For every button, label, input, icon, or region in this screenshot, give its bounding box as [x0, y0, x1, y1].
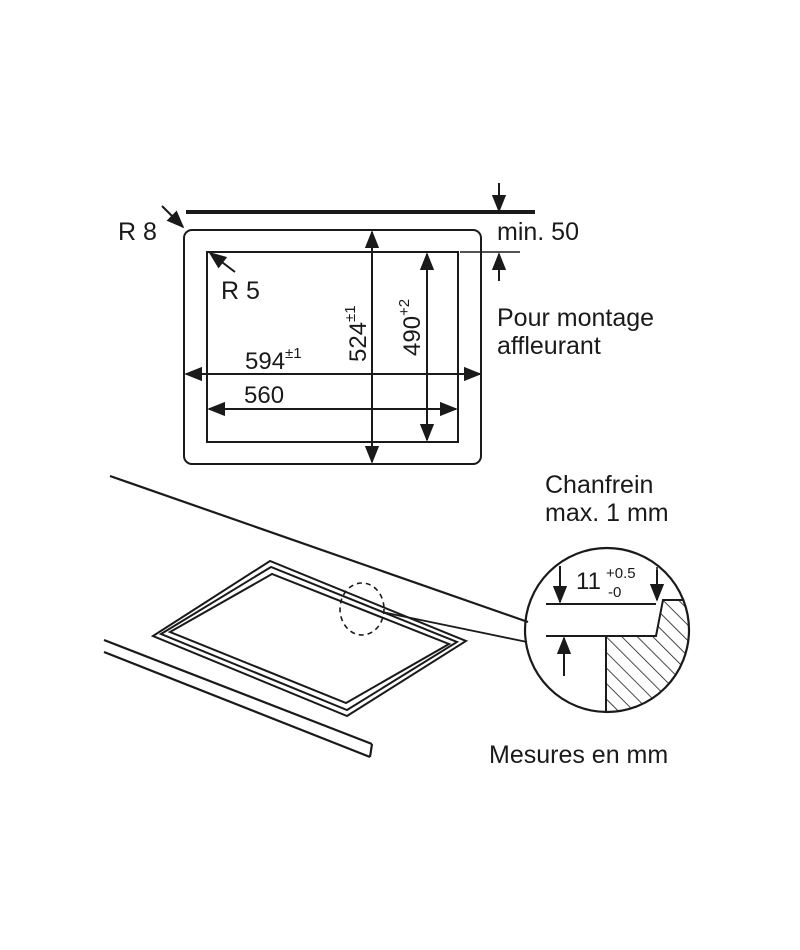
mounting-note-line-1: Pour montage	[497, 304, 654, 332]
detail-marker-circle	[339, 582, 385, 636]
top-view: R 8 R 5 594±1 560 524±1 490+2 min. 50 Po…	[118, 183, 661, 465]
chamfer-note-line-1: Chanfrein	[545, 471, 653, 499]
perspective-view	[103, 474, 529, 759]
detail-depth-value: 11	[576, 568, 601, 595]
inner-radius-pointer	[208, 251, 236, 273]
chamfer-note-line-2: max. 1 mm	[545, 499, 669, 527]
hob-outer-rim	[150, 559, 469, 718]
depth-inner-tolerance: +2	[396, 299, 413, 316]
hob-middle-rim	[158, 565, 460, 712]
detail-depth-tol-plus: +0.5	[606, 565, 636, 582]
detail-depth-tol-minus: -0	[608, 584, 621, 601]
detail-circle	[523, 546, 691, 714]
worktop-back-edge	[109, 474, 529, 624]
detail-view: Chanfrein max. 1 mm 11 +0.5 -0	[523, 471, 691, 714]
outer-cutout	[183, 229, 482, 465]
depth-outer-value: 524	[345, 322, 372, 362]
mounting-note: Pour montage affleurant	[497, 304, 661, 360]
depth-inner-value: 490	[399, 316, 426, 356]
depth-outer-tolerance: ±1	[342, 305, 359, 322]
depth-outer-label: 524±1	[342, 305, 372, 362]
worktop-section-hatch	[605, 599, 689, 712]
mounting-note-line-2: affleurant	[497, 332, 601, 360]
width-outer-label: 594±1	[245, 345, 302, 375]
detail-leader-line	[381, 611, 528, 643]
worktop-front-edge-bottom	[103, 650, 371, 759]
worktop-front-corner	[368, 743, 374, 758]
units-note: Mesures en mm	[489, 741, 668, 769]
width-outer-value: 594	[245, 348, 285, 375]
outer-radius-label: R 8	[118, 218, 157, 246]
width-inner-label: 560	[244, 382, 284, 409]
chamfer-note: Chanfrein max. 1 mm	[545, 471, 669, 527]
depth-inner-label: 490+2	[396, 299, 426, 356]
hob-glass-top	[167, 572, 452, 705]
outer-radius-pointer	[161, 205, 185, 229]
inner-radius-label: R 5	[221, 277, 260, 305]
inner-cutout	[206, 251, 459, 443]
worktop-front-edge-top	[103, 638, 373, 746]
clearance-label: min. 50	[497, 218, 579, 246]
width-outer-tolerance: ±1	[285, 345, 302, 362]
